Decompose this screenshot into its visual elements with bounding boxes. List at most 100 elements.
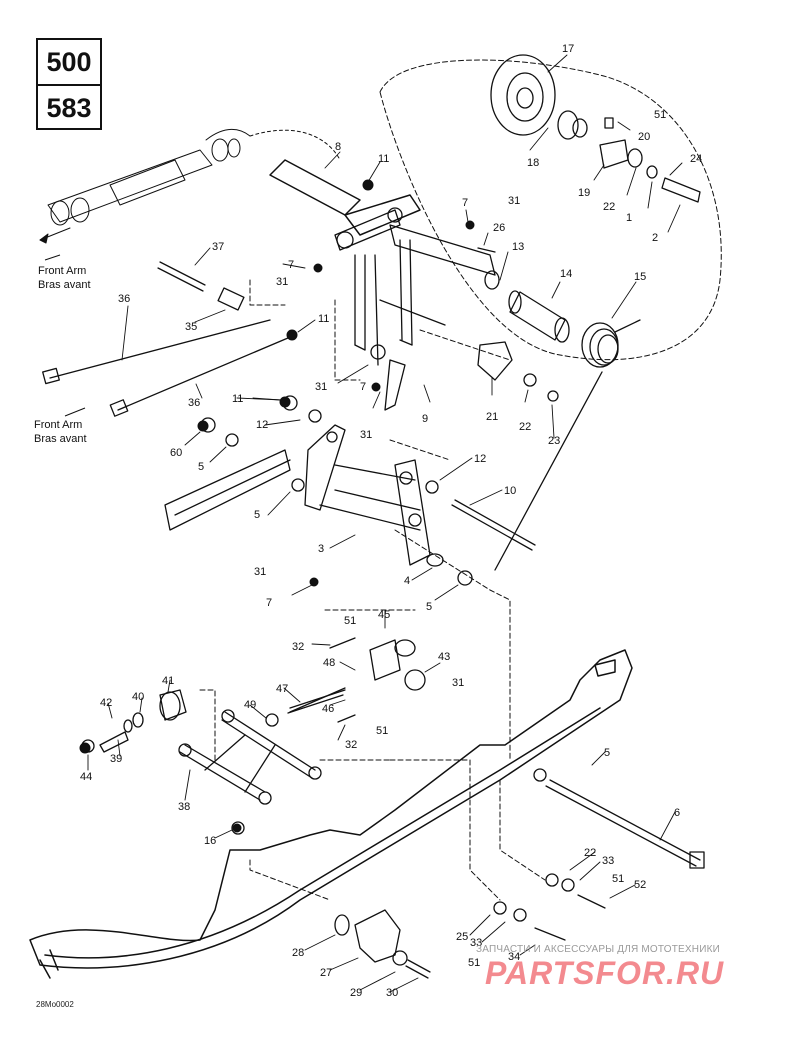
bolt-34 bbox=[534, 927, 566, 941]
callout-43: 43 bbox=[438, 651, 450, 663]
part-callouts: 17 51 20 24 18 19 22 1 2 8 11 31 7 26 13… bbox=[80, 43, 702, 999]
assembly-dashed-lines bbox=[199, 279, 546, 901]
callout-27: 27 bbox=[320, 967, 332, 979]
callout-31: 31 bbox=[254, 566, 266, 578]
shock-absorber-drawing bbox=[39, 128, 341, 244]
callout-51: 51 bbox=[344, 615, 356, 627]
callout-33: 33 bbox=[602, 855, 614, 867]
washers bbox=[200, 373, 575, 922]
callout-31: 31 bbox=[276, 276, 288, 288]
slide-rail-main bbox=[29, 649, 633, 979]
callout-35: 35 bbox=[185, 321, 197, 333]
adjuster-cam-21 bbox=[477, 341, 513, 381]
callout-51: 51 bbox=[612, 873, 624, 885]
callout-28: 28 bbox=[292, 947, 304, 959]
callout-52: 52 bbox=[634, 879, 646, 891]
spacer-35 bbox=[217, 287, 245, 311]
callout-30: 30 bbox=[386, 987, 398, 999]
bolt-52 bbox=[577, 894, 606, 909]
callout-23: 23 bbox=[548, 435, 560, 447]
callout-32: 32 bbox=[292, 641, 304, 653]
callout-51: 51 bbox=[468, 957, 480, 969]
callout-19: 19 bbox=[578, 187, 590, 199]
callout-34: 34 bbox=[508, 951, 520, 963]
callout-46: 46 bbox=[322, 703, 334, 715]
callout-12: 12 bbox=[256, 419, 268, 431]
callout-12: 12 bbox=[474, 453, 486, 465]
bras-avant-label-top: Bras avant bbox=[38, 279, 91, 291]
callout-33: 33 bbox=[470, 937, 482, 949]
callout-51: 51 bbox=[376, 725, 388, 737]
callout-6: 6 bbox=[674, 807, 680, 819]
watermark-logo: PARTSFOR.RU bbox=[485, 955, 725, 991]
idler-wheel-assembly bbox=[490, 54, 701, 203]
callout-5: 5 bbox=[426, 601, 432, 613]
callout-44: 44 bbox=[80, 771, 92, 783]
callout-5: 5 bbox=[254, 509, 260, 521]
callout-31: 31 bbox=[508, 195, 520, 207]
washer-29 bbox=[392, 950, 408, 966]
callout-36: 36 bbox=[118, 293, 130, 305]
callout-41: 41 bbox=[162, 675, 174, 687]
callout-37: 37 bbox=[212, 241, 224, 253]
bolt-32a bbox=[329, 637, 356, 649]
bolt-37 bbox=[157, 261, 206, 292]
callout-31: 31 bbox=[360, 429, 372, 441]
model-number-583: 583 bbox=[38, 84, 100, 130]
assembly-outline-loop bbox=[379, 59, 722, 361]
front-arm-arrow-top bbox=[44, 254, 61, 261]
callout-7: 7 bbox=[462, 197, 468, 209]
callout-11: 11 bbox=[318, 313, 329, 325]
callout-45: 45 bbox=[378, 609, 390, 621]
drawing-code: 28Mo0002 bbox=[36, 1000, 74, 1009]
front-arm-arrow-bottom bbox=[64, 407, 86, 417]
long-bolt-6 bbox=[545, 779, 701, 867]
spring-and-tube bbox=[494, 290, 641, 571]
leader-lines bbox=[87, 54, 683, 993]
watermark-caption: ЗАПЧАСТИ И АКСЕССУАРЫ ДЛЯ МОТОТЕХНИКИ bbox=[476, 944, 721, 955]
long-bolt-10 bbox=[451, 499, 536, 551]
callout-31: 31 bbox=[315, 381, 327, 393]
callout-42: 42 bbox=[100, 697, 112, 709]
stopper-block bbox=[369, 639, 401, 681]
callout-24: 24 bbox=[690, 153, 702, 165]
callout-11: 11 bbox=[232, 393, 243, 405]
callout-47: 47 bbox=[276, 683, 288, 695]
callout-31: 31 bbox=[452, 677, 464, 689]
callout-40: 40 bbox=[132, 691, 144, 703]
callout-3: 3 bbox=[318, 543, 324, 555]
bolt-30 bbox=[405, 959, 431, 979]
callout-25: 25 bbox=[456, 931, 468, 943]
shaft-parts-left bbox=[81, 689, 187, 753]
callout-22: 22 bbox=[584, 847, 596, 859]
callout-16: 16 bbox=[204, 835, 216, 847]
callout-51: 51 bbox=[654, 109, 666, 121]
callout-2: 2 bbox=[652, 232, 658, 244]
callout-22: 22 bbox=[603, 201, 615, 213]
callout-4: 4 bbox=[404, 575, 410, 587]
frame-bracket bbox=[304, 424, 444, 567]
rod-end-upper bbox=[42, 367, 60, 385]
callout-48: 48 bbox=[323, 657, 335, 669]
callout-32: 32 bbox=[345, 739, 357, 751]
callout-18: 18 bbox=[527, 157, 539, 169]
stopper-cap bbox=[404, 669, 426, 691]
callout-21: 21 bbox=[486, 411, 498, 423]
callout-29: 29 bbox=[350, 987, 362, 999]
callout-38: 38 bbox=[178, 801, 190, 813]
rod-end-lower bbox=[109, 399, 129, 417]
callout-39: 39 bbox=[110, 753, 122, 765]
callout-17: 17 bbox=[562, 43, 574, 55]
front-arm-label-bottom: Front Arm bbox=[34, 419, 82, 431]
callout-60: 60 bbox=[170, 447, 182, 459]
front-arm-label-top: Front Arm bbox=[38, 265, 86, 277]
callout-13: 13 bbox=[512, 241, 524, 253]
callout-1: 1 bbox=[626, 212, 632, 224]
callout-49: 49 bbox=[244, 699, 256, 711]
bolt-26 bbox=[477, 247, 496, 253]
front-arm-rod-upper bbox=[49, 319, 271, 379]
bolt-47 bbox=[289, 687, 346, 713]
axle-28 bbox=[334, 914, 350, 936]
callout-15: 15 bbox=[634, 271, 646, 283]
callout-5: 5 bbox=[604, 747, 610, 759]
